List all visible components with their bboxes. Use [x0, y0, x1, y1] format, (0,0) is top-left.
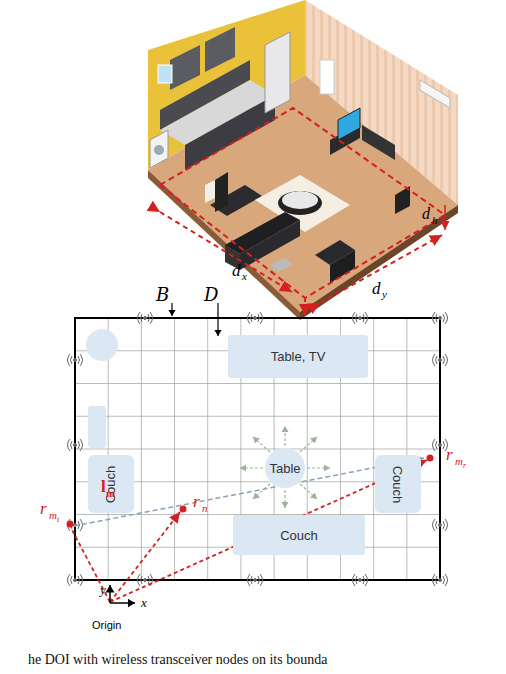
transceiver-dot: [439, 359, 442, 362]
transceiver-node: [138, 312, 153, 324]
transceiver-node: [68, 354, 83, 366]
math-label: r: [193, 493, 200, 510]
transceiver-dot: [439, 317, 442, 320]
furniture-label: Table, TV: [271, 349, 326, 364]
transceiver-node: [433, 439, 448, 451]
transceiver-dot: [359, 579, 362, 582]
table-circle: Table: [265, 448, 305, 488]
math-label: y: [100, 583, 106, 596]
floor-plan: [67, 303, 448, 603]
math-label: m: [106, 488, 115, 499]
math-label: r: [463, 462, 466, 470]
math-label: x: [141, 596, 147, 609]
transceiver-node: [248, 574, 263, 586]
transceiver-node: [433, 574, 448, 586]
grid-line: [75, 449, 440, 450]
math-label: B: [156, 286, 169, 304]
math-label: l: [101, 478, 106, 495]
math-label: d: [372, 280, 381, 297]
math-label: r: [446, 446, 453, 463]
transceiver-dot: [439, 579, 442, 582]
transceiver-dot: [254, 579, 257, 582]
furniture-label: Couch: [280, 528, 318, 543]
transceiver-node: [68, 574, 83, 586]
transceiver-node: [68, 519, 83, 531]
furniture-box: Couch: [88, 455, 134, 513]
math-label: n: [202, 503, 208, 514]
figure-caption: he DOI with wireless transceiver nodes o…: [28, 652, 327, 668]
math-label: m: [455, 456, 463, 467]
transceiver-dot: [254, 317, 257, 320]
math-label: Origin: [92, 620, 121, 631]
transceiver-node: [353, 312, 368, 324]
furniture-box: Table, TV: [228, 335, 368, 378]
transceiver-node: [433, 354, 448, 366]
math-label: D: [204, 286, 218, 304]
transceiver-dot: [439, 444, 442, 447]
transceiver-node: [433, 519, 448, 531]
math-label: m: [49, 510, 57, 521]
furniture-label: Table: [269, 461, 300, 476]
room: [148, 0, 458, 320]
transceiver-node: [68, 439, 83, 451]
furniture-label: Couch: [390, 465, 405, 503]
transceiver-dot: [74, 359, 77, 362]
transceiver-node: [433, 312, 448, 324]
math-label: d: [422, 206, 430, 222]
transceiver-node: [353, 574, 368, 586]
math-label: t: [57, 516, 59, 524]
math-label: d: [232, 262, 241, 279]
transceiver-dot: [74, 579, 77, 582]
transceiver-dot: [144, 579, 147, 582]
math-label: y: [382, 289, 387, 300]
math-label: x: [242, 271, 247, 282]
math-label: r: [40, 500, 47, 517]
grid-line: [75, 416, 440, 417]
math-label: h: [432, 215, 438, 226]
transceiver-dot: [144, 317, 147, 320]
transceiver-node: [248, 312, 263, 324]
furniture-box: Couch: [233, 515, 365, 555]
transceiver-dot: [359, 317, 362, 320]
transceiver-dot: [439, 524, 442, 527]
furniture-box: Couch: [375, 455, 421, 513]
transceiver-dot: [74, 444, 77, 447]
grid-line: [75, 383, 440, 384]
